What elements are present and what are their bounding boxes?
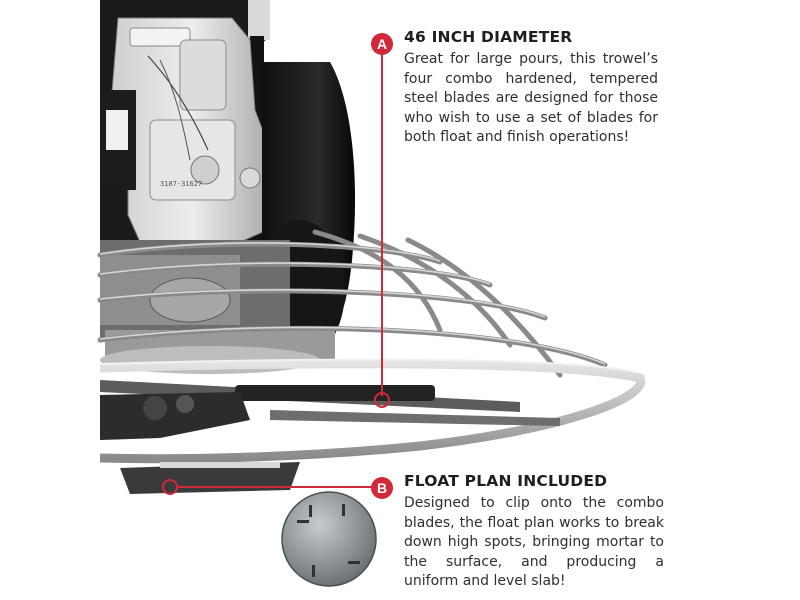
float-pan-inset-image <box>281 491 377 587</box>
callout-diameter-title: 46 INCH DIAMETER <box>404 28 573 46</box>
float-pan-edge <box>120 462 300 494</box>
callout-diameter-body: Great for large pours, this trowel’s fou… <box>404 51 658 145</box>
engine-block <box>100 17 273 243</box>
outer-guard-ring <box>99 358 646 464</box>
trowel-blades <box>100 380 560 440</box>
guard-cage-highlight <box>99 242 606 365</box>
callout-b-leader <box>162 479 372 495</box>
callout-float-plan-body: Designed to clip onto the combo blades, … <box>404 495 664 589</box>
callout-float-plan-title: FLOAT PLAN INCLUDED <box>404 472 608 490</box>
callout-float-plan: FLOAT PLAN INCLUDED Designed to clip ont… <box>404 472 664 592</box>
callout-a-marker: A <box>371 33 393 55</box>
callout-a-leader <box>374 55 390 408</box>
callout-diameter: 46 INCH DIAMETER Great for large pours, … <box>404 28 658 148</box>
callout-b-marker: B <box>371 477 393 499</box>
guard-cage <box>97 229 608 378</box>
engine-label: 3187-31627 <box>160 180 202 188</box>
